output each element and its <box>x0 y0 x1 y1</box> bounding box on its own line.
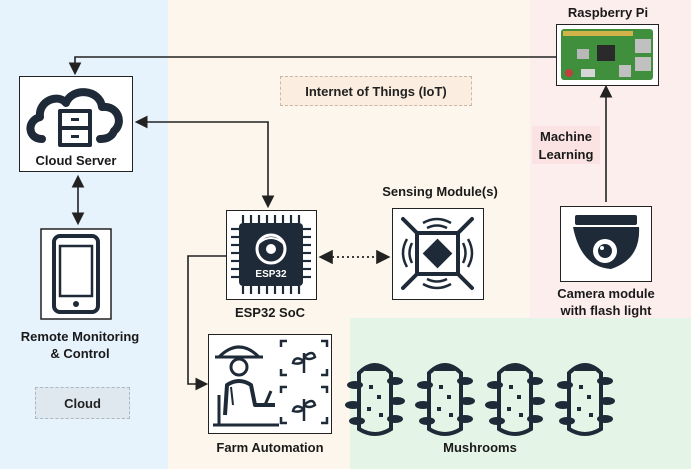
camera-label-1: Camera module <box>557 286 655 301</box>
cloud-server-node: Cloud Server <box>19 76 133 172</box>
sensing-module-node <box>392 208 484 300</box>
esp32-soc-label: ESP32 SoC <box>234 305 306 320</box>
cloud-server-icon <box>26 88 123 147</box>
machine-learning-tag <box>532 126 600 164</box>
smartphone-icon <box>40 228 112 320</box>
remote-monitoring-node <box>40 228 112 320</box>
raspberry-pi-label: Raspberry Pi <box>567 5 649 20</box>
security-camera-icon <box>573 215 640 269</box>
esp32-farm-arrow <box>187 255 229 391</box>
esp32-soc-node: ESP32 <box>226 210 317 300</box>
mushroom-bag-icon <box>483 363 547 436</box>
mushroom-bag-icon <box>345 363 405 436</box>
camera-label-2: with flash light <box>560 303 652 318</box>
machine-learning-label-2: Learning <box>538 147 594 162</box>
farmer-with-plants-icon <box>213 339 329 427</box>
sensing-module-label: Sensing Module(s) <box>382 184 498 199</box>
raspberry-pi-node <box>556 24 659 86</box>
cloud-esp32-arrow <box>134 115 275 209</box>
farm-automation-label: Farm Automation <box>216 440 324 455</box>
camera-module-node <box>560 206 652 282</box>
esp32-chip-text: ESP32 <box>255 269 287 280</box>
cloud-server-label: Cloud Server <box>35 153 117 168</box>
mushrooms-illustration <box>345 363 617 436</box>
esp32-chip-icon <box>231 215 311 294</box>
raspberry-pi-board-icon <box>561 29 653 80</box>
machine-learning-label-1: Machine <box>539 129 592 144</box>
sensor-icon <box>401 217 474 290</box>
mushroom-bag-icon <box>413 363 477 436</box>
remote-monitoring-label-1: Remote Monitoring <box>20 329 140 344</box>
farm-automation-node <box>208 334 332 434</box>
mushroom-zone <box>350 318 691 469</box>
iot-label: Internet of Things (IoT) <box>280 76 472 106</box>
cloud-label: Cloud <box>35 387 130 419</box>
mushrooms-label: Mushrooms <box>443 440 517 455</box>
remote-monitoring-label-2: & Control <box>50 346 110 361</box>
mushroom-bag-icon <box>553 363 617 436</box>
pi-to-cloud-arrow <box>68 56 556 76</box>
